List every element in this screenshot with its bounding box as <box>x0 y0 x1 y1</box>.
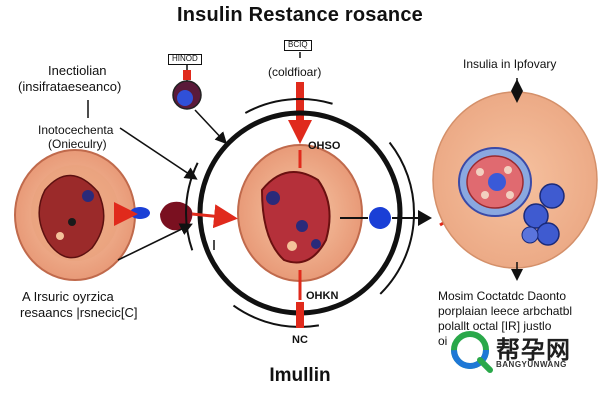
right-caption-line4: oi <box>438 334 448 348</box>
central-ring <box>185 98 415 328</box>
watermark-subtext: BANGYUNWANG <box>496 360 567 369</box>
center-top-tag: OHSO <box>308 140 341 152</box>
right-vial-tag: BCIQ <box>284 40 312 51</box>
left-sub-line1: Inotocechenta <box>38 123 114 137</box>
left-sub-line2: (Onieculry) <box>48 137 107 151</box>
right-caption-line1: Mosim Coctatdc Daonto <box>438 289 567 303</box>
blue-receptor-left <box>130 207 150 219</box>
left-cell <box>14 149 136 281</box>
watermark-logo-icon <box>451 331 493 373</box>
watermark-text: 帮孕网 <box>496 337 571 364</box>
insulin-blob <box>160 201 193 231</box>
right-heading: Insulia in Ipfovary <box>463 57 557 71</box>
blue-receptor-right <box>369 207 391 229</box>
left-vial-tag: HINOD <box>168 54 202 65</box>
center-bottom-tag: OHKN <box>306 290 339 302</box>
nc-label: NC <box>292 334 308 346</box>
left-vial <box>172 65 228 145</box>
left-heading-line2: (insifrataeseanco) <box>18 79 122 94</box>
right-vial <box>288 52 312 144</box>
left-heading-line1: Inectiolian <box>48 63 107 78</box>
right-tissue <box>432 91 598 269</box>
left-bottom-line2: resaancs |rsnecic[C] <box>20 305 138 320</box>
right-caption-line3: polallt octal [IR] justlo <box>438 319 552 333</box>
left-bottom-line1: A Irsuric oyrzica <box>22 289 114 304</box>
page-title: Insulin Restance rosance <box>176 4 423 26</box>
right-caption-line2: porplaian leece arbchatbl <box>438 304 573 318</box>
bottom-label: Imullin <box>269 365 331 386</box>
right-vial-caption: (coldfioar) <box>268 65 322 79</box>
watermark: 帮孕网 BANGYUNWANG <box>448 328 598 378</box>
